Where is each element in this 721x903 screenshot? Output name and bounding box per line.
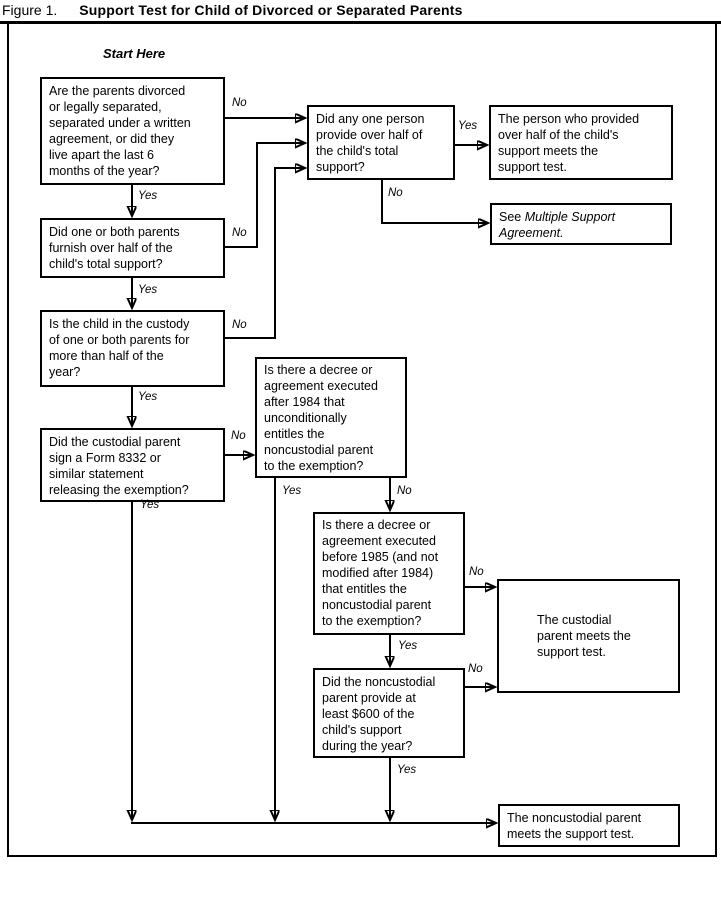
question-one-person-half-support: Did any one person provide over half of … [307,105,455,180]
question-form-8332: Did the custodial parent sign a Form 833… [40,428,225,502]
see-prefix: See [499,210,525,224]
question-noncustodial-600: Did the noncustodial parent provide at l… [313,668,465,758]
question-decree-before-1985: Is there a decree or agreement executed … [313,512,465,635]
result-custodial-meets-support-test: The custodial parent meets the support t… [497,579,680,693]
edge-label-yes-q8: Yes [397,764,417,776]
edge-label-yes-q2: Yes [138,284,158,296]
edge-label-no-q3: No [232,319,247,331]
edge-label-no-q2: No [232,227,247,239]
edge-label-yes-q7: Yes [398,640,418,652]
figure-title-text: Support Test for Child of Divorced or Se… [79,2,463,18]
figure-title-bar: Figure 1. Support Test for Child of Divo… [2,2,463,22]
edge-label-no-q4: No [231,430,246,442]
figure-number-label: Figure 1. [2,2,58,18]
question-parents-divorced: Are the parents divorced or legally sepa… [40,77,225,185]
edge-label-no-q6: No [397,485,412,497]
question-child-custody: Is the child in the custody of one or bo… [40,310,225,387]
edge-label-yes-q6: Yes [282,485,302,497]
edge-label-yes-q4: Yes [140,499,160,511]
edge-label-no-q8: No [468,663,483,675]
result-person-meets-support-test: The person who provided over half of the… [489,105,673,180]
connector-q5-no-to-a2 [381,180,486,223]
edge-label-yes-q1: Yes [138,190,158,202]
edge-label-yes-q3: Yes [138,391,158,403]
connector-q3-no-to-q5 [225,168,303,339]
connector-q2-no-to-q5 [225,143,303,248]
edge-label-yes-q5: Yes [458,120,478,132]
result-see-multiple-support-agreement: See Multiple Support Agreement. [490,203,672,245]
question-decree-after-1984: Is there a decree or agreement executed … [255,357,407,478]
flowchart-border [7,21,717,857]
question-parents-furnish-half: Did one or both parents furnish over hal… [40,218,225,278]
start-here-label: Start Here [103,46,166,61]
custodial-meets-text: The custodial parent meets the support t… [537,613,631,659]
edge-label-no-q5: No [388,187,403,199]
edge-label-no-q1: No [232,97,247,109]
multiple-support-agreement-reference: Multiple Support Agreement. [499,210,616,240]
result-noncustodial-meets-support-test: The noncustodial parent meets the suppor… [498,804,680,847]
edge-label-no-q7: No [469,566,484,578]
